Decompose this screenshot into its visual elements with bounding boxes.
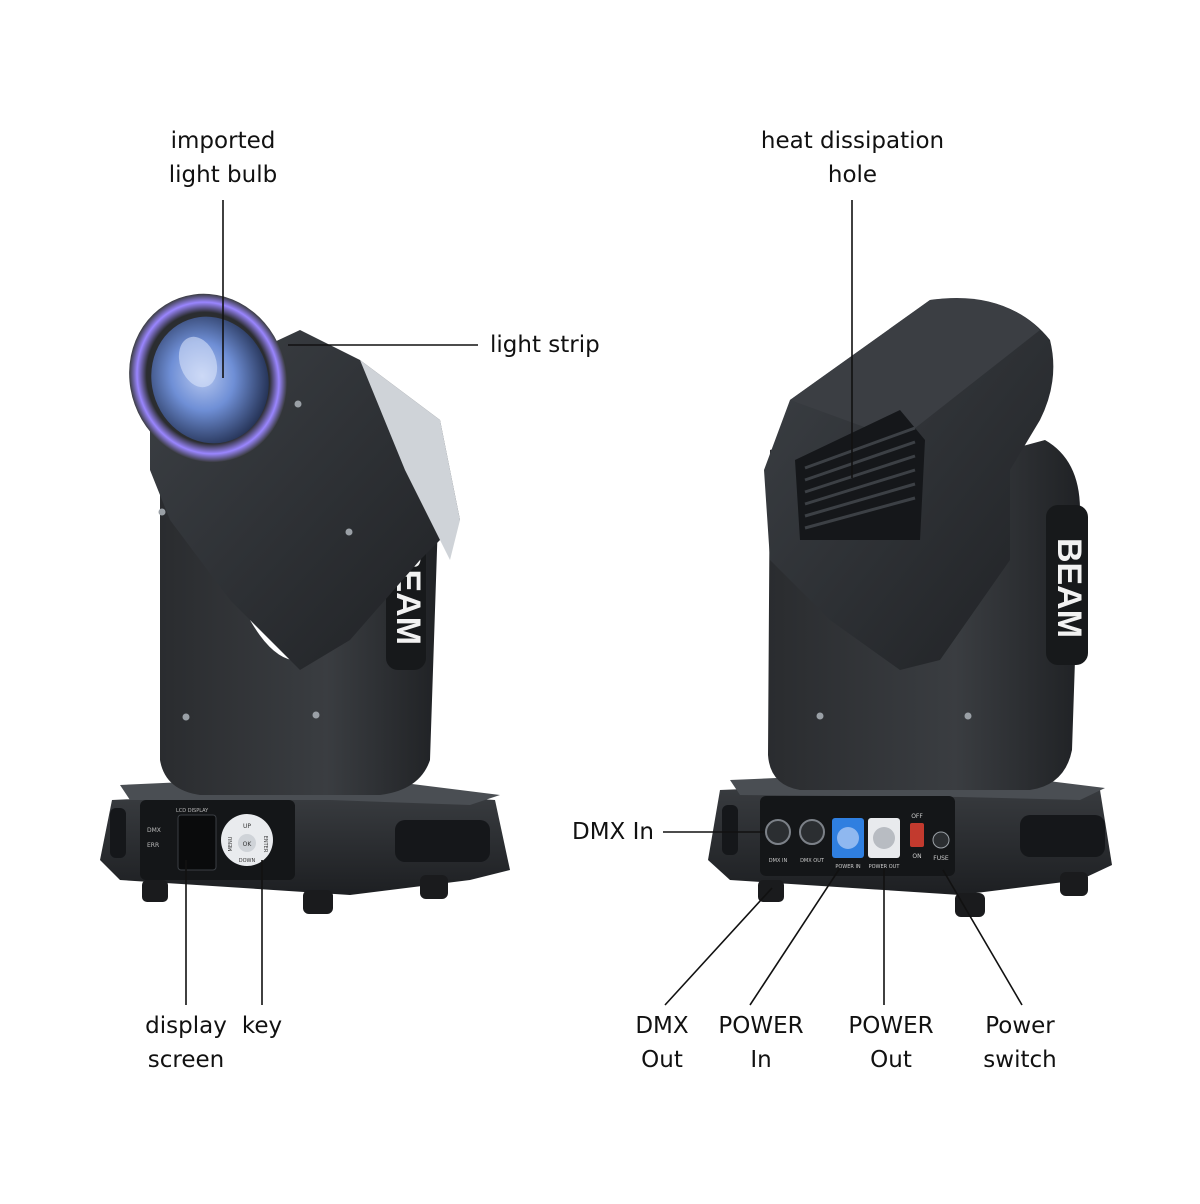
- left-key-enter-label: ENTER: [262, 836, 268, 853]
- right-power-switch: [910, 823, 924, 847]
- label-power-out: POWER Out: [848, 1013, 934, 1073]
- label-key: key: [241, 1013, 283, 1039]
- left-lcd-screen: [177, 814, 217, 871]
- right-fuse-label: FUSE: [933, 855, 949, 862]
- label-dmx-out: DMX Out: [635, 1013, 689, 1073]
- right-dmx-out-label: DMX OUT: [800, 858, 825, 864]
- leader-dmx-out: [664, 887, 773, 1006]
- label-power-in: POWER In: [718, 1013, 804, 1073]
- left-base-vent: [395, 820, 490, 862]
- label-imported-light-bulb: imported light bulb: [168, 128, 278, 188]
- left-key-up-label: UP: [243, 823, 251, 830]
- leader-lines: [185, 200, 1023, 1006]
- right-foot-2: [955, 893, 985, 917]
- right-fuse-holder: [932, 831, 950, 849]
- right-arm-logo: BEAM: [1050, 538, 1088, 638]
- right-dmx-in-port: [765, 819, 791, 845]
- leader-power-in: [749, 867, 841, 1006]
- left-lens-highlight: [178, 336, 218, 388]
- right-fixture: BEAM DMX IN DMX OUT POWER IN POWER OUT O…: [708, 298, 1112, 917]
- right-screws: [816, 712, 972, 720]
- left-key-menu-label: MENU: [228, 836, 234, 851]
- right-foot-3: [1060, 872, 1088, 896]
- label-heat-dissipation-hole: heat dissipation hole: [760, 128, 945, 188]
- leader-power-switch: [942, 869, 1023, 1006]
- right-base-vent: [1020, 815, 1105, 857]
- right-heat-vent: [795, 410, 925, 540]
- left-dmx-indicator: DMX: [147, 827, 161, 834]
- left-foot-3: [420, 875, 448, 899]
- right-power-out-label: POWER OUT: [869, 864, 901, 870]
- right-power-in-label: POWER IN: [835, 864, 861, 870]
- left-side-vent: [110, 808, 126, 858]
- right-side-vent: [722, 805, 738, 855]
- label-dmx-in: DMX In: [572, 819, 654, 845]
- right-power-in-socket: [837, 827, 859, 849]
- right-arm-logo-panel: [1046, 505, 1088, 665]
- left-lcd-label: LCD DISPLAY: [176, 808, 209, 814]
- right-switch-off-label: OFF: [911, 813, 923, 820]
- left-head-side-panel: [360, 360, 460, 560]
- right-switch-on-label: ON: [912, 853, 921, 860]
- right-power-out-socket: [873, 827, 895, 849]
- left-key-ok-label: OK: [243, 841, 253, 848]
- left-screws: [158, 400, 353, 721]
- label-light-strip: light strip: [490, 332, 600, 358]
- left-key-ok: [238, 834, 256, 852]
- left-foot-1: [142, 880, 168, 902]
- right-dmx-in-label: DMX IN: [769, 858, 788, 864]
- left-key-down-label: DOWN: [239, 858, 256, 864]
- label-power-switch: Power switch: [983, 1013, 1057, 1073]
- label-display-screen: display screen: [145, 1013, 227, 1073]
- left-foot-2: [303, 890, 333, 914]
- left-err-indicator: ERR: [147, 842, 159, 849]
- right-dmx-out-port: [799, 819, 825, 845]
- left-fixture: BEAM LCD DISPLAY DMX ERR UP OK DOWN MENU…: [100, 293, 510, 914]
